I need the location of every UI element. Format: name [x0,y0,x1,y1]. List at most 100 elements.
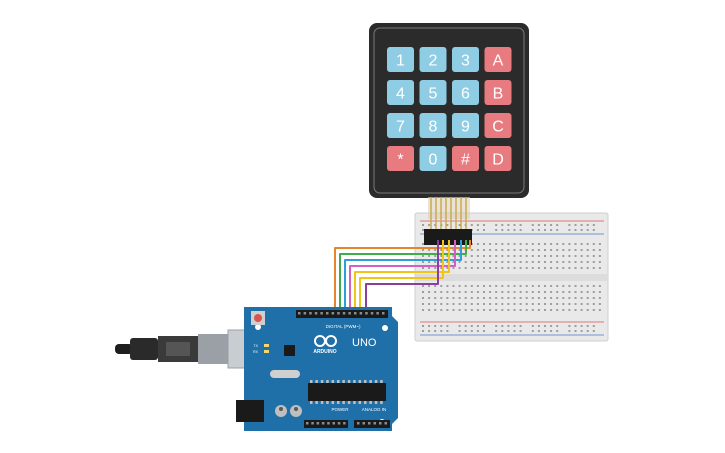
breadboard-hole [452,291,455,293]
breadboard-hole [507,267,510,269]
keypad-key-6[interactable] [452,80,479,105]
rail-hole [519,330,522,332]
usb-cable[interactable] [115,329,257,369]
keypad-key-#[interactable] [452,146,479,171]
breadboard-hole [562,243,565,245]
rail-hole [446,330,449,332]
rail-hole [544,224,546,226]
keypad-key-1[interactable] [387,47,414,72]
keypad-key-label: 4 [396,86,405,103]
breadboard-hole [452,297,455,299]
power-jack[interactable] [236,400,264,422]
rail-hole [501,330,504,332]
keypad-key-2[interactable] [419,47,447,72]
keypad-key-label: A [493,53,504,70]
breadboard-hole [592,255,595,257]
arduino-uno-board[interactable]: DIGITAL (PWM~) TX RX ARDUINO UNO POWER A… [236,307,398,431]
jumper-wire[interactable] [359,240,444,313]
keypad-key-B[interactable] [484,80,512,105]
breadboard-hole [531,249,534,251]
header-pin [331,312,335,315]
breadboard-hole [568,291,571,293]
header-pin [306,422,309,425]
breadboard-hole [550,291,553,293]
breadboard-hole [568,285,571,287]
chip-pin [320,401,324,404]
breadboard-hole [544,291,546,293]
keypad-key-8[interactable] [419,113,447,138]
keypad-key-7[interactable] [387,113,414,138]
breadboard-hole [556,255,559,257]
keypad-key-C[interactable] [484,113,512,138]
jumper-wire[interactable] [344,240,462,313]
rail-hole [434,325,437,327]
keypad-key-9[interactable] [452,113,479,138]
breadboard-hole [519,309,522,311]
breadboard-hole [452,303,455,305]
rail-hole [580,330,583,332]
breadboard-hole [501,303,504,305]
rail-hole [476,224,479,226]
breadboard-hole [519,291,522,293]
chip-pin [337,401,340,404]
breadboard-hole [580,297,583,299]
rail-hole [580,229,583,231]
rail-hole [544,325,546,327]
keypad-key-4[interactable] [387,80,414,105]
jumper-wire[interactable] [354,240,450,313]
rail-hole [550,330,553,332]
breadboard-hole [568,249,571,251]
breadboard-hole [586,285,589,287]
chip-pin [342,401,345,404]
breadboard-hole [428,309,431,311]
breadboard-hole [489,291,492,293]
rail-hole [568,224,571,226]
breadboard-hole [440,261,443,263]
breadboard-hole [483,267,485,269]
rail-hole [495,229,498,231]
breadboard-hole [434,297,437,299]
breadboard-hole [464,285,467,287]
breadboard-hole [446,303,449,305]
breadboard-hole [440,309,443,311]
keypad-key-label: 6 [461,86,470,103]
rail-hole [537,330,540,332]
breadboard-hole [537,261,540,263]
breadboard-hole [537,249,540,251]
header-pin [362,422,365,425]
rail-hole [434,224,437,226]
rail-hole [440,325,443,327]
jumper-wire[interactable] [334,240,471,313]
tx-led [264,344,269,347]
breadboard-hole [507,309,510,311]
breadboard-hole [580,285,583,287]
breadboard-hole [568,297,571,299]
header-pin [354,312,357,315]
chip-pin [347,401,351,404]
keypad-key-0[interactable] [419,146,447,171]
breadboard-hole [556,261,559,263]
rail-hole [568,229,571,231]
keypad-key-*[interactable] [387,146,414,171]
breadboard-hole [501,285,504,287]
breadboard-hole [434,291,437,293]
keypad-key-A[interactable] [484,47,512,72]
keypad-key-5[interactable] [419,80,447,105]
rail-hole [537,229,540,231]
breadboard-hole [556,309,559,311]
breadboard-hole [544,267,546,269]
jumper-wire[interactable] [349,240,456,313]
breadboard-hole [592,249,595,251]
keypad-key-3[interactable] [452,47,479,72]
breadboard-hole [531,261,534,263]
breadboard-hole [470,267,473,269]
rail-hole [422,330,424,332]
rail-hole [513,224,516,226]
rail-hole [458,224,461,226]
breadboard-hole [476,297,479,299]
jumper-wire[interactable] [339,240,467,313]
breadboard-hole [495,291,498,293]
jumper-wire[interactable] [365,240,439,313]
keypad-key-D[interactable] [484,146,512,171]
